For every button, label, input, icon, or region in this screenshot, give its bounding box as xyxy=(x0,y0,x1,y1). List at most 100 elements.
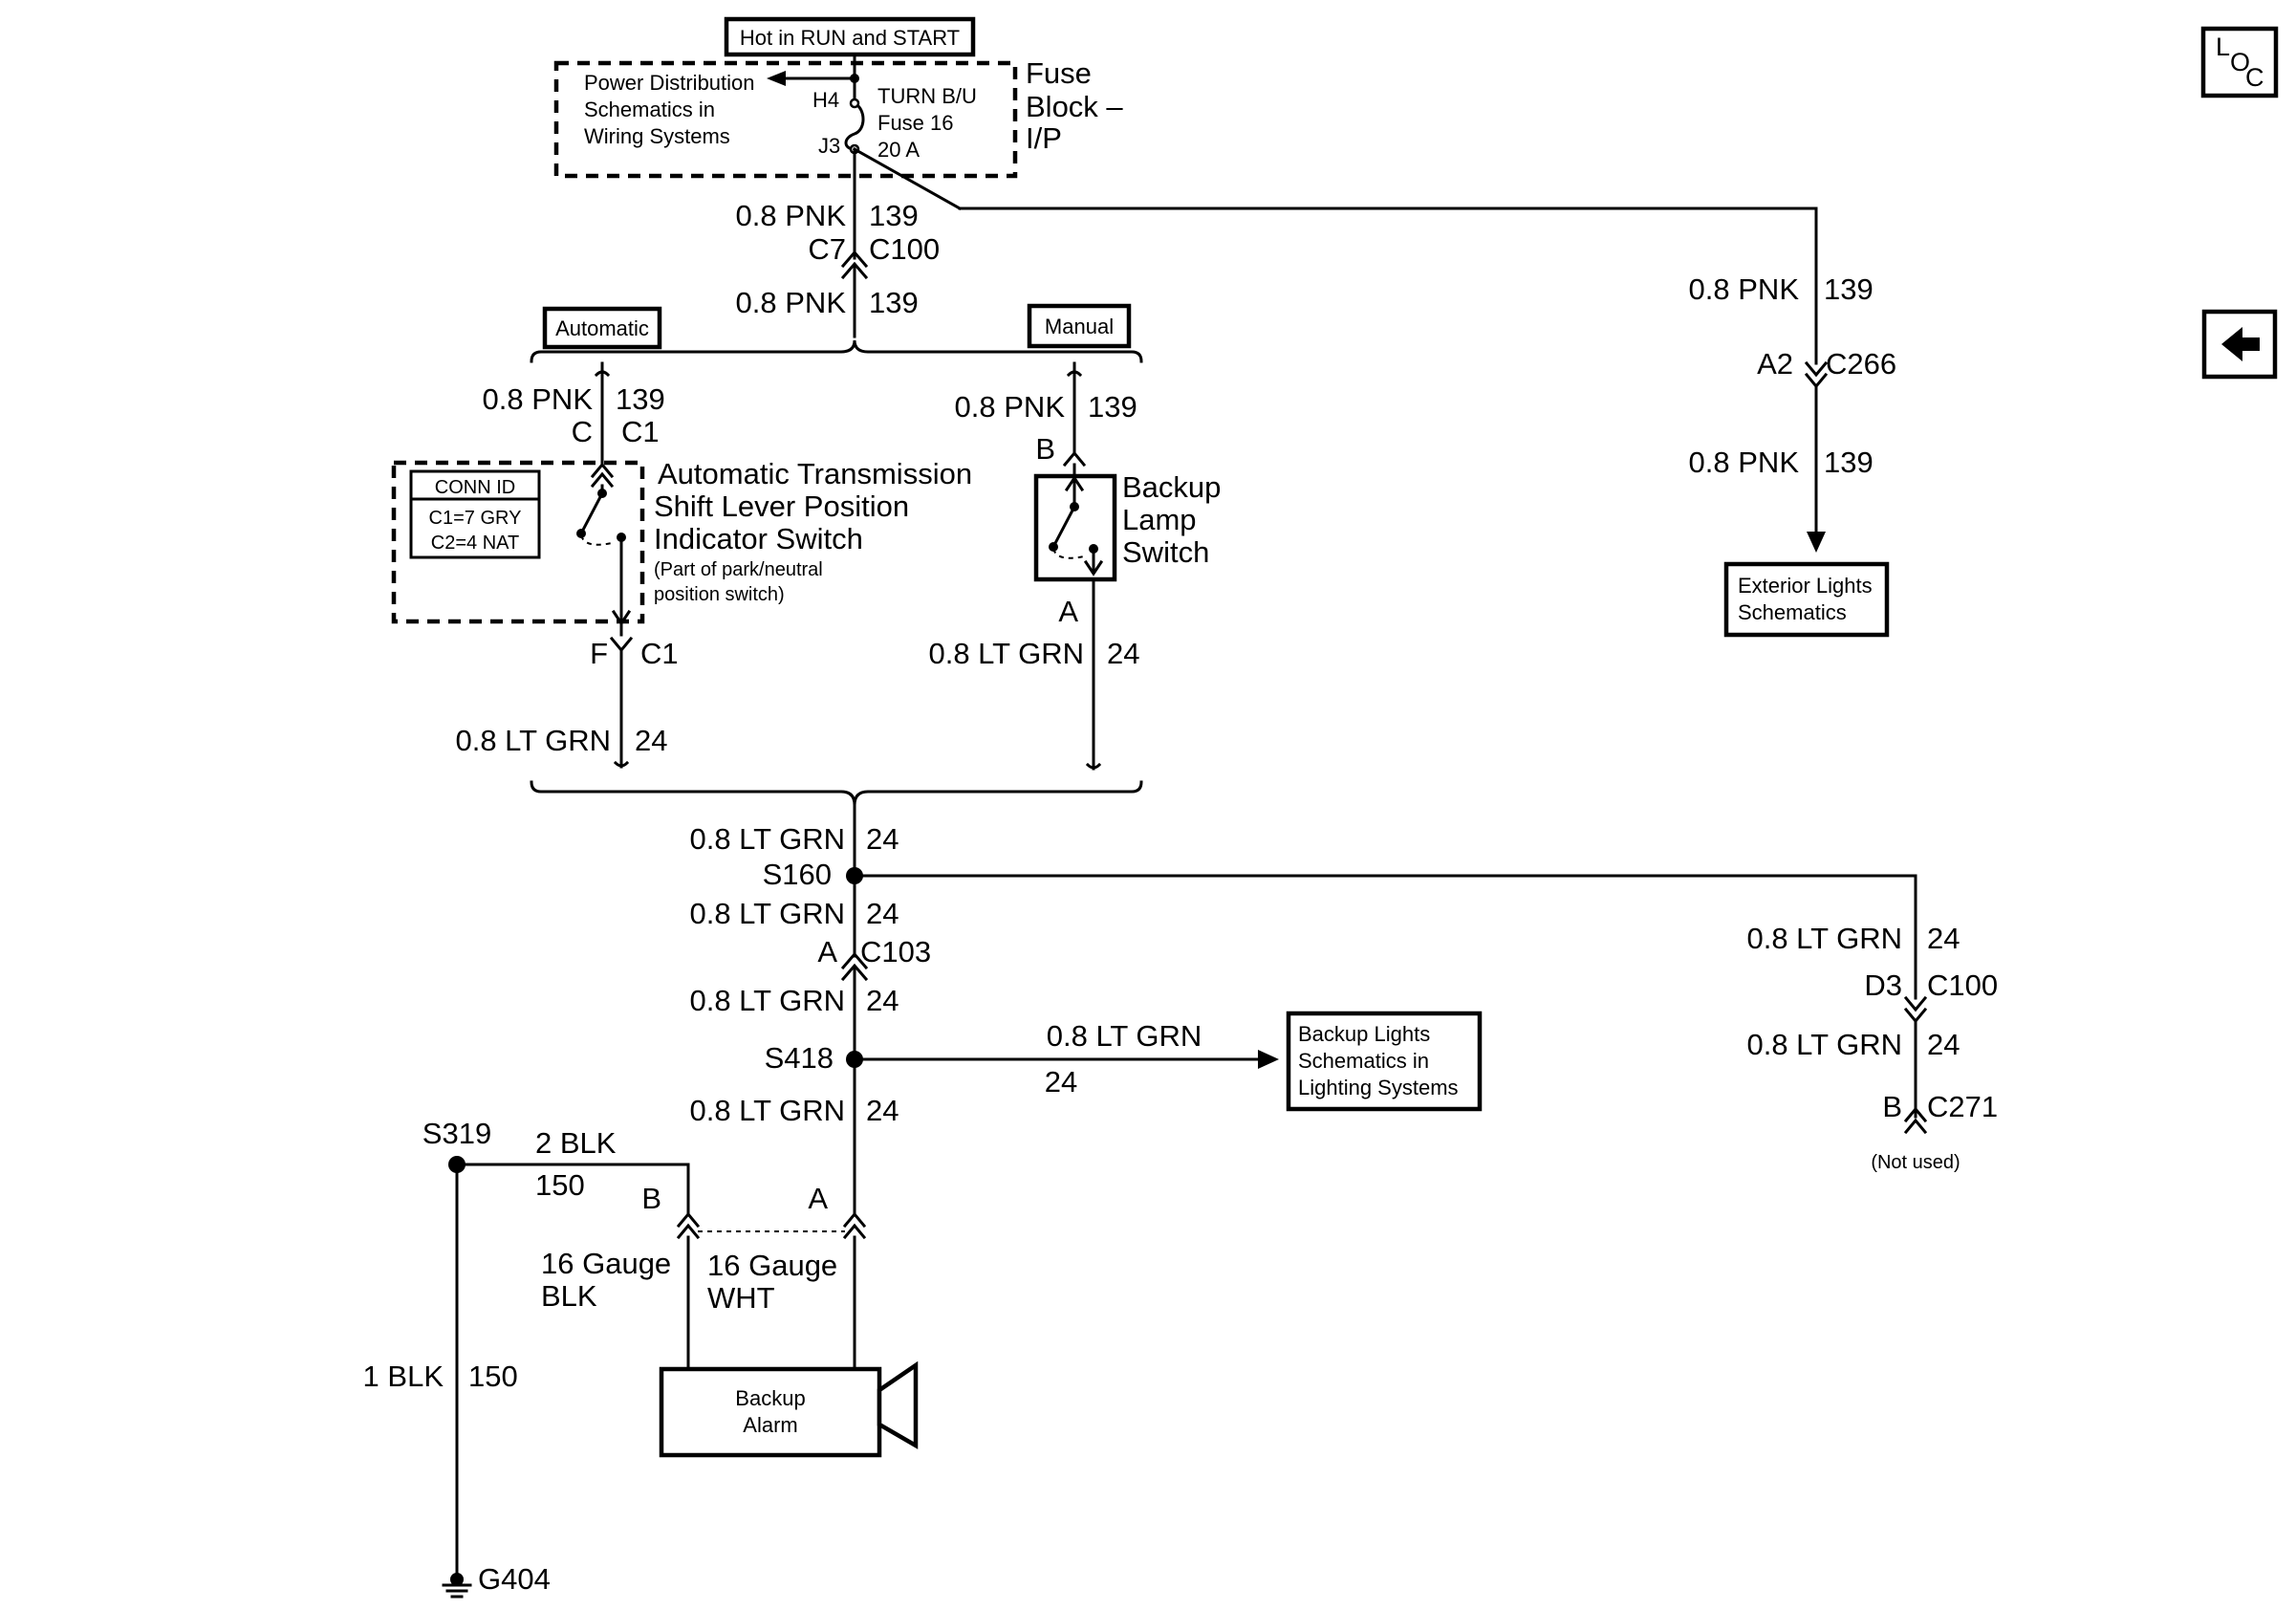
alarm-blk-wire-circuit: 150 xyxy=(535,1168,585,1202)
c266-connector-icon xyxy=(1804,360,1829,378)
fuse-block-name-line1: Fuse xyxy=(1026,56,1092,90)
hot-in-run-start-label: Hot in RUN and START xyxy=(724,16,976,57)
automatic-conn-pin-top: C xyxy=(572,415,593,448)
shift-switch-name-line3: Indicator Switch xyxy=(654,522,863,555)
trunk-wire3-circuit: 24 xyxy=(866,984,899,1017)
hot-label-text: Hot in RUN and START xyxy=(740,26,960,50)
manual-out-wire-color: 0.8 LT GRN xyxy=(928,637,1084,670)
main-trunk: 0.8 LT GRN 24 S160 0.8 LT GRN 24 A C103 … xyxy=(689,803,931,1214)
manual-wire-color: 0.8 PNK xyxy=(955,390,1066,424)
s160-label: S160 xyxy=(763,858,832,891)
shift-switch-name-line1: Automatic Transmission xyxy=(658,457,972,490)
speaker-icon xyxy=(877,1360,919,1449)
c100-d3-pin: D3 xyxy=(1864,968,1902,1002)
fuse-pin-h4: H4 xyxy=(812,88,839,112)
backup-alarm-label-line1: Backup xyxy=(735,1386,805,1410)
alarm-blk-wire-color: 2 BLK xyxy=(535,1126,617,1160)
c100-d3-name: C100 xyxy=(1927,968,1998,1002)
s160-branch: 0.8 LT GRN 24 D3 C100 0.8 LT GRN 24 B C2… xyxy=(853,874,1998,1173)
automatic-conn-pin-bottom: F xyxy=(590,637,608,670)
backup-lamp-switch-line3: Switch xyxy=(1122,535,1209,569)
trunk-wire4-circuit: 24 xyxy=(866,1094,899,1127)
left-arrow-icon xyxy=(2221,327,2260,361)
option-brace-upper: Automatic Manual xyxy=(530,303,1143,363)
s160-branch-wire1-circuit: 24 xyxy=(1927,922,1960,955)
backup-lights-ref-line1[interactable]: Backup Lights xyxy=(1298,1022,1430,1046)
c100-connector-icon xyxy=(840,261,869,280)
power-distribution-ref-line3[interactable]: Wiring Systems xyxy=(584,124,730,148)
loc-letter-c: C xyxy=(2245,63,2264,92)
backup-lights-wire-color: 0.8 LT GRN xyxy=(1047,1019,1202,1053)
power-distribution-ref-line2[interactable]: Schematics in xyxy=(584,98,715,121)
c266-pin: A2 xyxy=(1757,347,1793,381)
top-trunk: 0.8 PNK 139 C7 C100 0.8 PNK 139 xyxy=(736,147,940,338)
exterior-wire2-circuit: 139 xyxy=(1824,446,1874,479)
c266-name: C266 xyxy=(1826,347,1896,381)
manual-pin-top: B xyxy=(1035,432,1055,466)
fuse-block-name-line2: Block – xyxy=(1026,90,1123,123)
trunk-wire3-color: 0.8 LT GRN xyxy=(689,984,845,1017)
ground-icon xyxy=(442,1583,472,1599)
manual-wire-circuit: 139 xyxy=(1088,390,1137,424)
manual-option-label: Manual xyxy=(1045,315,1114,338)
automatic-out-wire-color: 0.8 LT GRN xyxy=(455,724,611,757)
exterior-wire1-color: 0.8 PNK xyxy=(1689,272,1800,306)
conn-id-line1: C1=7 GRY xyxy=(429,508,522,529)
c271-connector-icon xyxy=(1903,1106,1928,1123)
fuse-block-ip: Power Distribution Schematics in Wiring … xyxy=(553,53,1123,179)
automatic-out-wire-circuit: 24 xyxy=(635,724,667,757)
exterior-lights-ref-box[interactable] xyxy=(1723,561,1890,638)
fuse-pin-j3: J3 xyxy=(818,134,840,158)
loc-button[interactable]: L O C xyxy=(2200,26,2279,98)
conn-id-line2: C2=4 NAT xyxy=(431,533,519,554)
fuse-icon xyxy=(844,100,865,151)
exterior-lights-arrow-icon xyxy=(1807,532,1826,553)
exterior-lights-ref-line1[interactable]: Exterior Lights xyxy=(1738,574,1873,598)
alarm-gauge-wht-line1: 16 Gauge xyxy=(707,1249,837,1282)
trunk-wire4-color: 0.8 LT GRN xyxy=(689,1094,845,1127)
top-wire1-color: 0.8 PNK xyxy=(736,199,847,232)
fuse-block-name-line3: I/P xyxy=(1026,121,1062,155)
backup-alarm-device xyxy=(659,1366,882,1458)
backup-alarm-circuit: B A S319 2 BLK 150 16 Gauge BLK 16 Gauge… xyxy=(363,1117,919,1599)
c271-not-used-note: (Not used) xyxy=(1871,1152,1960,1173)
backup-lights-ref-line3[interactable]: Lighting Systems xyxy=(1298,1076,1459,1099)
fuse-name-line1: TURN B/U xyxy=(877,84,977,108)
ground-wire-circuit: 150 xyxy=(468,1360,518,1393)
c103-pin: A xyxy=(817,935,837,968)
g404-label: G404 xyxy=(478,1562,551,1596)
s418-label: S418 xyxy=(765,1041,834,1075)
power-distribution-ref-line1[interactable]: Power Distribution xyxy=(584,71,755,95)
backup-lights-ref-box[interactable] xyxy=(1286,1011,1483,1112)
automatic-conn-name-bottom: C1 xyxy=(640,637,679,670)
shift-lever-switch-icon xyxy=(576,484,632,626)
top-wire2-circuit: 139 xyxy=(869,286,919,319)
backup-lamp-switch-line2: Lamp xyxy=(1122,503,1197,536)
exterior-lights-branch: 0.8 PNK 139 A2 C266 0.8 PNK 139 Exterior… xyxy=(852,146,1896,638)
alarm-gauge-blk-line2: BLK xyxy=(541,1279,597,1313)
s160-branch-wire2-circuit: 24 xyxy=(1927,1028,1960,1061)
fuse-name-line2: Fuse 16 xyxy=(877,111,954,135)
back-button[interactable] xyxy=(2201,309,2278,380)
alarm-pin-a-connector-icon xyxy=(842,1211,867,1229)
c103-connector-icon xyxy=(840,963,869,982)
backup-lights-arrow-icon xyxy=(1258,1050,1279,1069)
trunk-wire1-color: 0.8 LT GRN xyxy=(689,822,845,856)
shift-switch-note-line1: (Part of park/neutral xyxy=(654,559,823,580)
backup-lamp-switch-pin-b-icon xyxy=(1062,450,1087,468)
automatic-wire-color: 0.8 PNK xyxy=(483,382,594,416)
backup-lights-branch: 0.8 LT GRN 24 Backup Lights Schematics i… xyxy=(853,1011,1483,1112)
power-distribution-arrow-icon xyxy=(767,71,786,86)
manual-branch: 0.8 PNK 139 B Backup Lamp Switch A 0.8 L… xyxy=(928,361,1221,771)
c1-connector-top-icon xyxy=(590,471,615,489)
alarm-gauge-blk-line1: 16 Gauge xyxy=(541,1247,671,1280)
conn-id-title: CONN ID xyxy=(435,477,515,498)
automatic-option-label: Automatic xyxy=(555,316,649,340)
exterior-lights-ref-line2[interactable]: Schematics xyxy=(1738,600,1847,624)
automatic-branch: 0.8 PNK 139 C C1 CONN ID C1=7 GRY C2=4 N… xyxy=(391,361,972,769)
alarm-pin-b: B xyxy=(641,1182,661,1215)
backup-lights-ref-line2[interactable]: Schematics in xyxy=(1298,1049,1429,1073)
trunk-wire2-color: 0.8 LT GRN xyxy=(689,897,845,930)
exterior-wire1-circuit: 139 xyxy=(1824,272,1874,306)
